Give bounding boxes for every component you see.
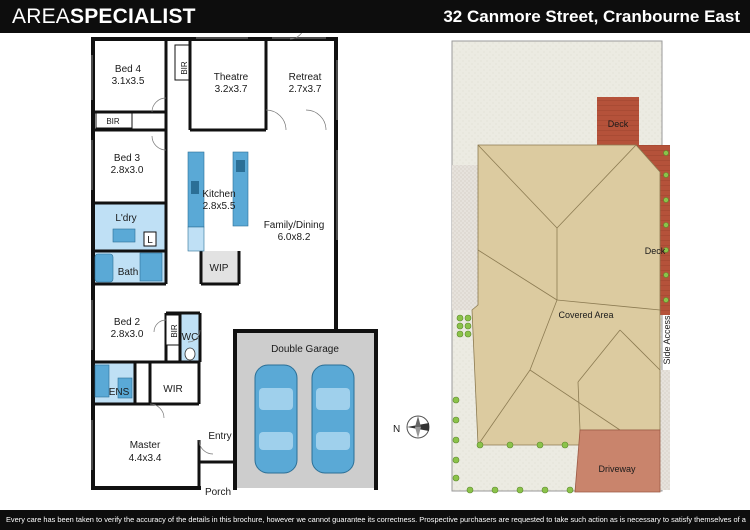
wc-name: WC xyxy=(182,332,199,343)
linen-cupboard xyxy=(143,231,157,247)
plans-svg: Bed 4 3.1x3.5 Theatre 3.2x3.7 Retreat 2.… xyxy=(91,33,672,498)
wir-name: WIR xyxy=(163,384,182,395)
wc-floor xyxy=(180,313,200,362)
bed4-size: 3.1x3.5 xyxy=(112,76,145,87)
bed3-size: 2.8x3.0 xyxy=(111,165,144,176)
floor-plan: Bed 4 3.1x3.5 Theatre 3.2x3.7 Retreat 2.… xyxy=(91,33,378,498)
roof-ridges xyxy=(477,144,661,446)
site-plan: Deck Deck Covered Area Side Access Drive… xyxy=(451,40,672,494)
laundry-name: L'dry xyxy=(115,213,136,224)
outer-walls xyxy=(91,37,378,490)
family-name: Family/Dining xyxy=(264,220,325,231)
roof xyxy=(471,144,661,446)
cooktop xyxy=(191,181,199,194)
bed2-size: 2.8x3.0 xyxy=(111,329,144,340)
bed4-name: Bed 4 xyxy=(115,64,142,75)
ens-name: ENS xyxy=(109,387,130,398)
deck-top xyxy=(597,97,639,145)
island-sink xyxy=(236,160,245,172)
hedge-shrubs xyxy=(452,150,669,494)
deck-side-label: Deck xyxy=(645,246,666,256)
compass-icon: N xyxy=(393,415,430,439)
laundry-tub xyxy=(112,228,136,243)
deck-top-label: Deck xyxy=(608,119,629,129)
bed2-name: Bed 2 xyxy=(114,317,141,328)
retreat-name: Retreat xyxy=(289,72,322,83)
bed3-robe-label: BIR xyxy=(106,117,120,126)
side-yard-gravel xyxy=(452,165,478,310)
bathtub xyxy=(94,253,114,283)
car-left xyxy=(254,364,298,474)
interior-walls xyxy=(93,39,268,488)
car-right xyxy=(311,364,355,474)
retreat-size: 2.7x3.7 xyxy=(289,84,322,95)
theatre-name: Theatre xyxy=(214,72,249,83)
disclaimer-text: Every care has been taken to verify the … xyxy=(6,515,746,524)
windows xyxy=(91,37,338,470)
kitchen-name: Kitchen xyxy=(202,189,235,200)
side-path-gravel xyxy=(660,370,670,490)
theatre-size: 3.2x3.7 xyxy=(215,84,248,95)
compass-north-label: N xyxy=(393,424,400,435)
entry-name: Entry xyxy=(208,431,231,442)
family-size: 6.0x8.2 xyxy=(278,232,311,243)
bed2-robe-label: BIR xyxy=(170,324,179,338)
fridge-space xyxy=(187,226,205,252)
wip-floor xyxy=(201,251,239,284)
side-access-label: Side Access xyxy=(662,315,672,365)
wip-name: WIP xyxy=(210,263,229,274)
covered-area-label: Covered Area xyxy=(558,310,613,320)
master-size: 4.4x3.4 xyxy=(129,453,162,464)
agency-logo: AREASPECIALIST xyxy=(12,5,196,28)
ensuite-shower xyxy=(117,377,133,399)
header-bar: AREASPECIALIST 32 Canmore Street, Cranbo… xyxy=(0,0,750,33)
master-name: Master xyxy=(130,440,161,451)
linen-name: L xyxy=(147,235,153,246)
porch-name: Porch xyxy=(205,487,231,498)
footer-bar: Every care has been taken to verify the … xyxy=(0,510,750,530)
bed4-robe-box xyxy=(174,44,190,81)
door-swings xyxy=(149,33,327,455)
garage-name: Double Garage xyxy=(271,344,339,355)
bed3-name: Bed 3 xyxy=(114,153,141,164)
ensuite-vanity xyxy=(94,364,110,398)
plan-area: Bed 4 3.1x3.5 Theatre 3.2x3.7 Retreat 2.… xyxy=(0,33,750,510)
driveway xyxy=(574,429,661,493)
bed4-robe-label: BIR xyxy=(180,61,189,75)
property-address: 32 Canmore Street, Cranbourne East xyxy=(443,7,740,26)
kitchen-size: 2.8x5.5 xyxy=(203,201,236,212)
shower-base xyxy=(139,252,163,282)
bath-name: Bath xyxy=(118,267,139,278)
bed3-robe-box xyxy=(95,112,133,129)
driveway-label: Driveway xyxy=(598,464,636,474)
wc-toilet xyxy=(184,347,196,361)
bed2-robe-box xyxy=(165,314,180,346)
